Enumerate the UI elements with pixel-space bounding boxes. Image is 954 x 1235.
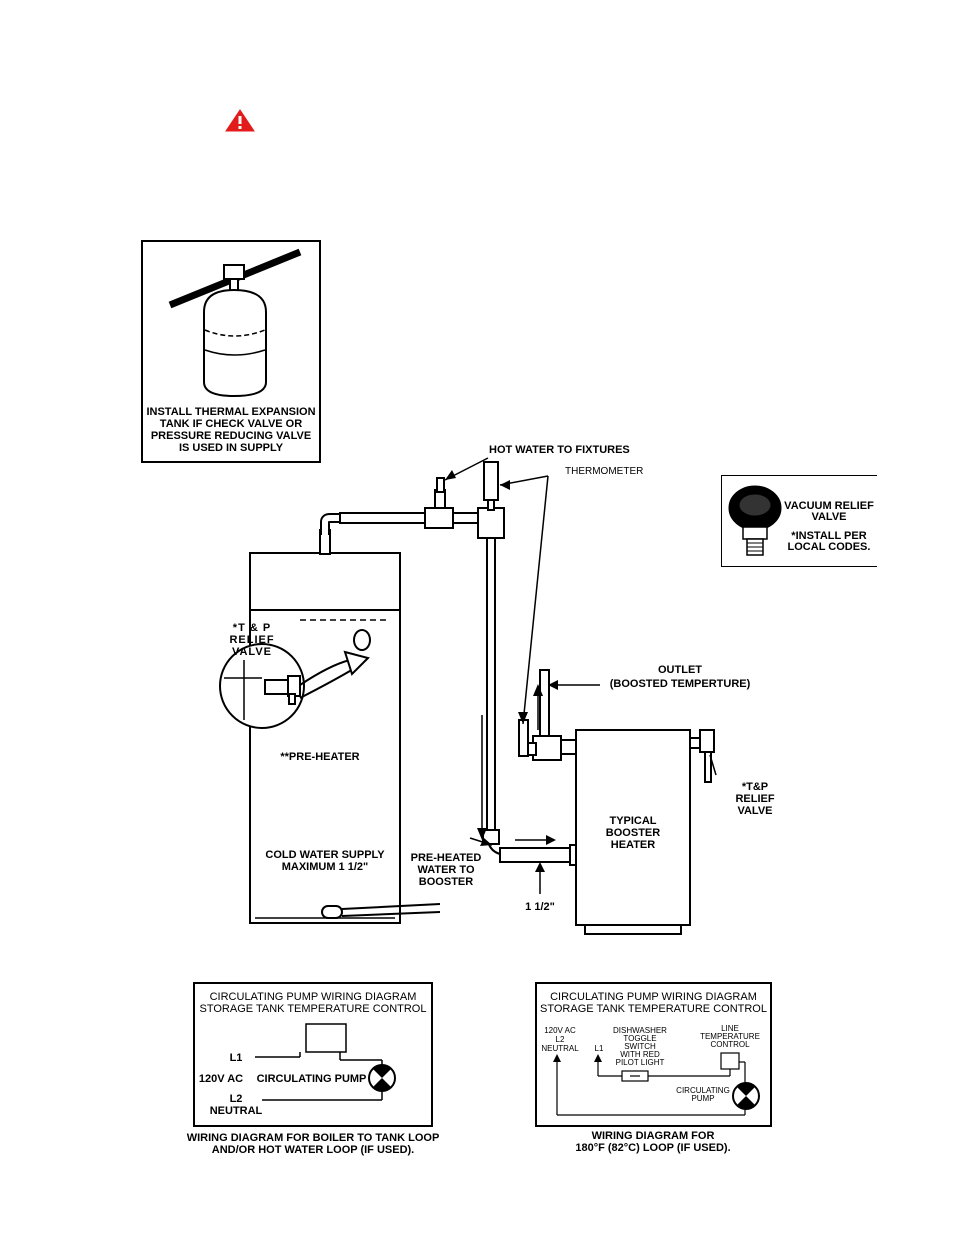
cold-water-label-2: MAXIMUM 1 1/2" xyxy=(281,861,369,873)
tp2-label-1: *T&P xyxy=(741,781,769,793)
booster-label-2: BOOSTER xyxy=(605,827,661,839)
arrow-heads-right xyxy=(553,1054,602,1062)
cold-water-pipe xyxy=(321,903,441,919)
circulating-pump-icon xyxy=(368,1064,396,1092)
hot-water-label: HOT WATER TO FIXTURES xyxy=(489,444,630,456)
expansion-tank-label-4: IS USED IN SUPPLY xyxy=(178,442,284,454)
wiring-left-box xyxy=(193,982,433,1127)
vacuum-line-1: VACUUM RELIEF xyxy=(784,500,874,512)
tp-label-2: RELIEF xyxy=(229,634,275,646)
expansion-tank-label-1: INSTALL THERMAL EXPANSION xyxy=(146,406,316,418)
tp-label-1: *T & P xyxy=(232,622,272,634)
wiring-left-l1: L1 xyxy=(229,1052,243,1064)
wiring-right-switch-2: TOGGLE xyxy=(623,1034,657,1043)
wiring-left-neutral: NEUTRAL xyxy=(209,1105,263,1117)
expansion-tank-label-2: TANK IF CHECK VALVE OR xyxy=(159,418,303,430)
wiring-left-lines xyxy=(255,1023,383,1101)
preheated-label-3: BOOSTER xyxy=(418,876,474,888)
wiring-right-switch-5: PILOT LIGHT xyxy=(615,1058,665,1067)
expansion-tank-illustration xyxy=(168,248,302,398)
wiring-right-supply-2: L2 xyxy=(555,1035,565,1044)
preheated-label-1: PRE-HEATED xyxy=(410,852,482,864)
vacuum-line-3: *INSTALL PER xyxy=(791,530,867,542)
tp2-label-3: VALVE xyxy=(737,805,773,817)
wiring-right-switch-4: WITH RED xyxy=(620,1050,660,1059)
wiring-left-pump-label: CIRCULATING PUMP xyxy=(256,1073,367,1085)
cold-water-label-1: COLD WATER SUPPLY xyxy=(265,849,385,861)
hot-water-pipe xyxy=(339,461,579,866)
expansion-tank-label-3: PRESSURE REDUCING VALVE xyxy=(150,430,312,442)
wiring-left-l2: L2 xyxy=(229,1093,243,1105)
wiring-left-title-2: STORAGE TANK TEMPERATURE CONTROL xyxy=(199,1003,427,1015)
wiring-right-l1: L1 xyxy=(594,1044,604,1053)
wiring-right-box xyxy=(535,982,772,1127)
arrow-heads xyxy=(445,470,558,872)
tp-relief-valve-detail xyxy=(219,629,371,729)
booster-heater xyxy=(518,669,715,935)
outlet-label-2: (BOOSTED TEMPERTURE) xyxy=(609,678,751,690)
circulating-pump-icon-right xyxy=(732,1082,760,1110)
size-label: 1 1/2" xyxy=(525,901,555,913)
preheater-tank xyxy=(249,513,401,924)
wiring-right-caption-1: WIRING DIAGRAM FOR xyxy=(591,1130,715,1142)
wiring-right-control-1: LINE xyxy=(721,1024,739,1033)
preheater-label: **PRE-HEATER xyxy=(280,751,360,763)
wiring-left-voltage: 120V AC xyxy=(198,1073,244,1085)
thermometer-label: THERMOMETER xyxy=(565,466,644,477)
expansion-tank-box xyxy=(141,240,321,463)
wiring-right-caption-2: 180°F (82°C) LOOP (IF USED). xyxy=(575,1142,731,1154)
wiring-left-title-1: CIRCULATING PUMP WIRING DIAGRAM xyxy=(209,991,417,1003)
wiring-right-control-3: CONTROL xyxy=(710,1040,750,1049)
booster-label-3: HEATER xyxy=(610,839,656,851)
tp2-label-2: RELIEF xyxy=(735,793,775,805)
vacuum-line-4: LOCAL CODES. xyxy=(787,541,871,553)
wiring-right-pump-2: PUMP xyxy=(691,1094,715,1103)
vacuum-relief-box xyxy=(721,475,877,567)
wiring-right-pump-1: CIRCULATING xyxy=(676,1086,730,1095)
outlet-label-1: OUTLET xyxy=(658,664,702,676)
tp-label-3: VALVE xyxy=(231,646,273,658)
booster-label-1: TYPICAL xyxy=(609,815,657,827)
wiring-right-title-2: STORAGE TANK TEMPERATURE CONTROL xyxy=(540,1003,767,1015)
wiring-right-switch-3: SWITCH xyxy=(624,1042,656,1051)
wiring-left-caption-2: AND/OR HOT WATER LOOP (IF USED). xyxy=(211,1144,415,1156)
wiring-right-control-2: TEMPERATURE xyxy=(700,1032,760,1041)
warning-triangle-icon xyxy=(225,109,255,132)
preheated-label-2: WATER TO xyxy=(417,864,475,876)
wiring-right-supply-1: 120V AC xyxy=(544,1026,576,1035)
wiring-right-supply-3: NEUTRAL xyxy=(541,1044,579,1053)
wiring-right-title-1: CIRCULATING PUMP WIRING DIAGRAM xyxy=(550,991,757,1003)
wiring-left-caption-1: WIRING DIAGRAM FOR BOILER TO TANK LOOP xyxy=(186,1132,440,1144)
vacuum-relief-valve-icon xyxy=(728,485,782,556)
vacuum-line-2: VALVE xyxy=(811,511,847,523)
wiring-right-switch-1: DISHWASHER xyxy=(613,1026,667,1035)
